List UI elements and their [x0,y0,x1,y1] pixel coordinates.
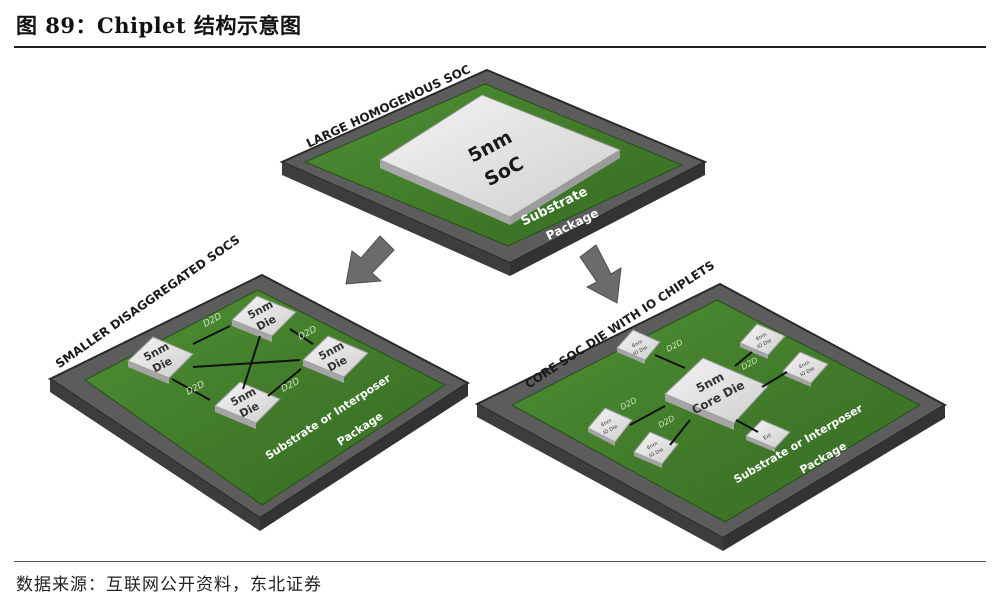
right-io-die-4: 6nm IO Die [587,407,633,446]
svg-text:6nm: 6nm [646,441,659,452]
top-rule [14,46,986,48]
right-io-die-1: 6nm IO Die [616,329,661,364]
svg-text:Ext: Ext [763,433,773,442]
top-package-side-right [510,162,705,276]
right-links [629,351,788,446]
right-core-die: 5nm Core Die [664,357,769,430]
bottom-rule [14,561,986,562]
svg-text:6nm: 6nm [755,332,768,343]
right-io-die-5: 6nm IO Die [633,431,679,468]
right-io-die-3: 6nm IO Die [782,351,829,387]
right-package-group: 5nm Core Die 6nm IO Die 6nm IO Die 6nm I… [474,258,948,551]
source-note: 数据来源：互联网公开资料，东北证券 [16,575,322,595]
left-die-1: 5nm Die [231,295,297,342]
left-links [171,325,314,401]
top-package-side [282,162,510,276]
left-package-group: 5nm Die 5nm Die 5nm Die 5nm Die [47,232,470,531]
left-die-2: 5nm Die [127,336,194,384]
svg-text:6nm: 6nm [798,360,811,371]
left-die-3: 5nm Die [302,335,369,383]
chiplet-diagram: 5nm SoC Substrate Package LARGE HOMOGENO… [47,62,948,551]
svg-text:6nm: 6nm [631,339,644,350]
right-io-die-2: 6nm IO Die [739,323,786,359]
right-io-die-6: Ext [745,419,791,452]
left-arrow [345,235,395,285]
figure-title: 图 89：Chiplet 结构示意图 [16,13,302,38]
top-package-group: 5nm SoC Substrate Package LARGE HOMOGENO… [279,62,708,276]
svg-text:6nm: 6nm [600,418,613,429]
right-arrow [579,244,622,304]
